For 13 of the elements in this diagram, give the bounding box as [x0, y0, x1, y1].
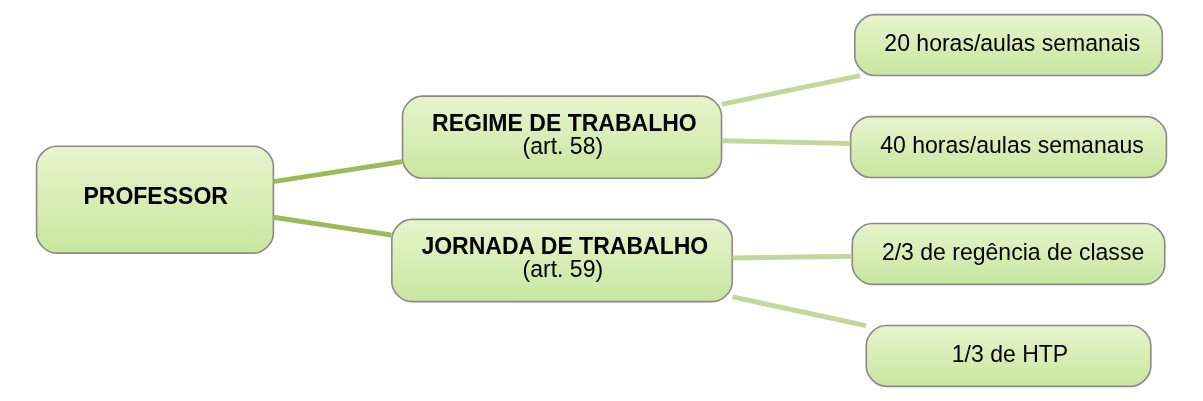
connector [732, 253, 852, 261]
node-box: REGIME DE TRABALHO (art. 58) [401, 95, 723, 180]
node-box: 2/3 de regência de classe [851, 222, 1166, 286]
connector [273, 159, 403, 185]
node-box: JORNADA DE TRABALHO (art. 59) [391, 218, 734, 303]
node-box: PROFESSOR [35, 145, 275, 254]
connector [721, 73, 861, 107]
connector [721, 138, 851, 147]
connector [273, 214, 392, 238]
node-box: 1/3 de HTP [865, 324, 1152, 388]
node-box: 40 horas/aulas semanaus [849, 115, 1168, 179]
node-box: 20 horas/aulas semanais [853, 13, 1164, 77]
connector [732, 294, 867, 328]
